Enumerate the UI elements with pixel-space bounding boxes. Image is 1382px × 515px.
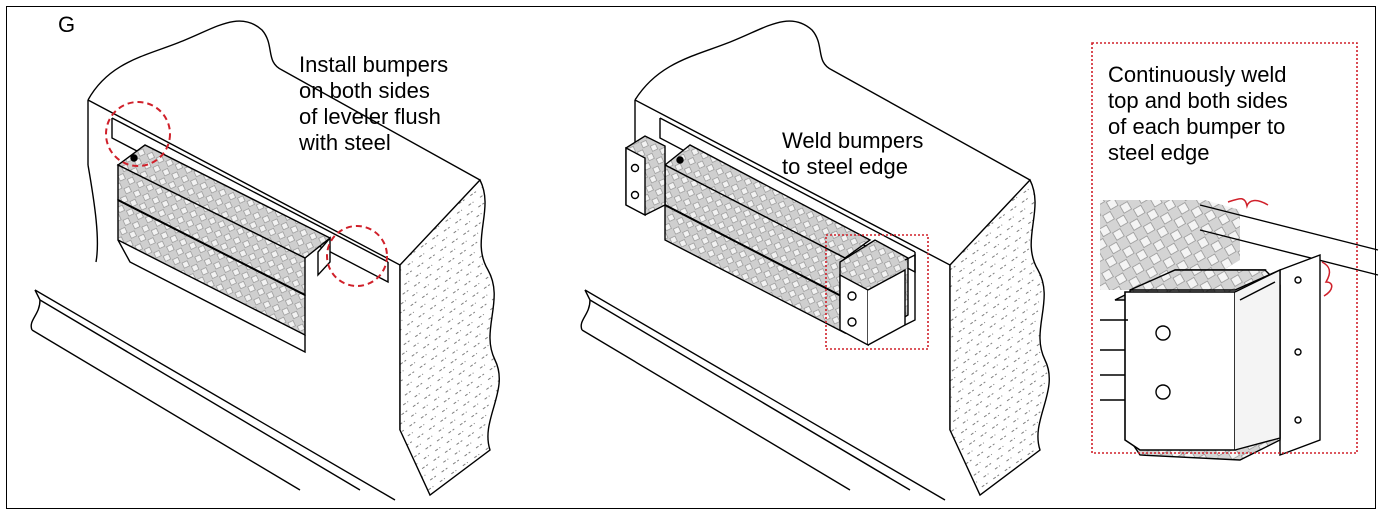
callout-circle-left xyxy=(105,101,171,167)
step-label: G xyxy=(58,12,76,37)
panel-1-caption: Install bumpers on both sides of leveler… xyxy=(299,52,449,155)
detail-callout-box xyxy=(1091,42,1358,454)
weld-brace-side xyxy=(1321,261,1333,297)
callout-circle-right xyxy=(326,225,388,287)
panel-1-drawing xyxy=(30,20,500,501)
panel-3-detail-drawing xyxy=(1100,200,1379,461)
panel-2-caption: Weld bumpers to steel edge xyxy=(782,128,924,179)
panel-2-drawing xyxy=(580,20,1050,501)
panel-3-caption: Continuously weld top and both sides of … xyxy=(1108,62,1288,165)
weld-brace-top xyxy=(1227,198,1269,209)
